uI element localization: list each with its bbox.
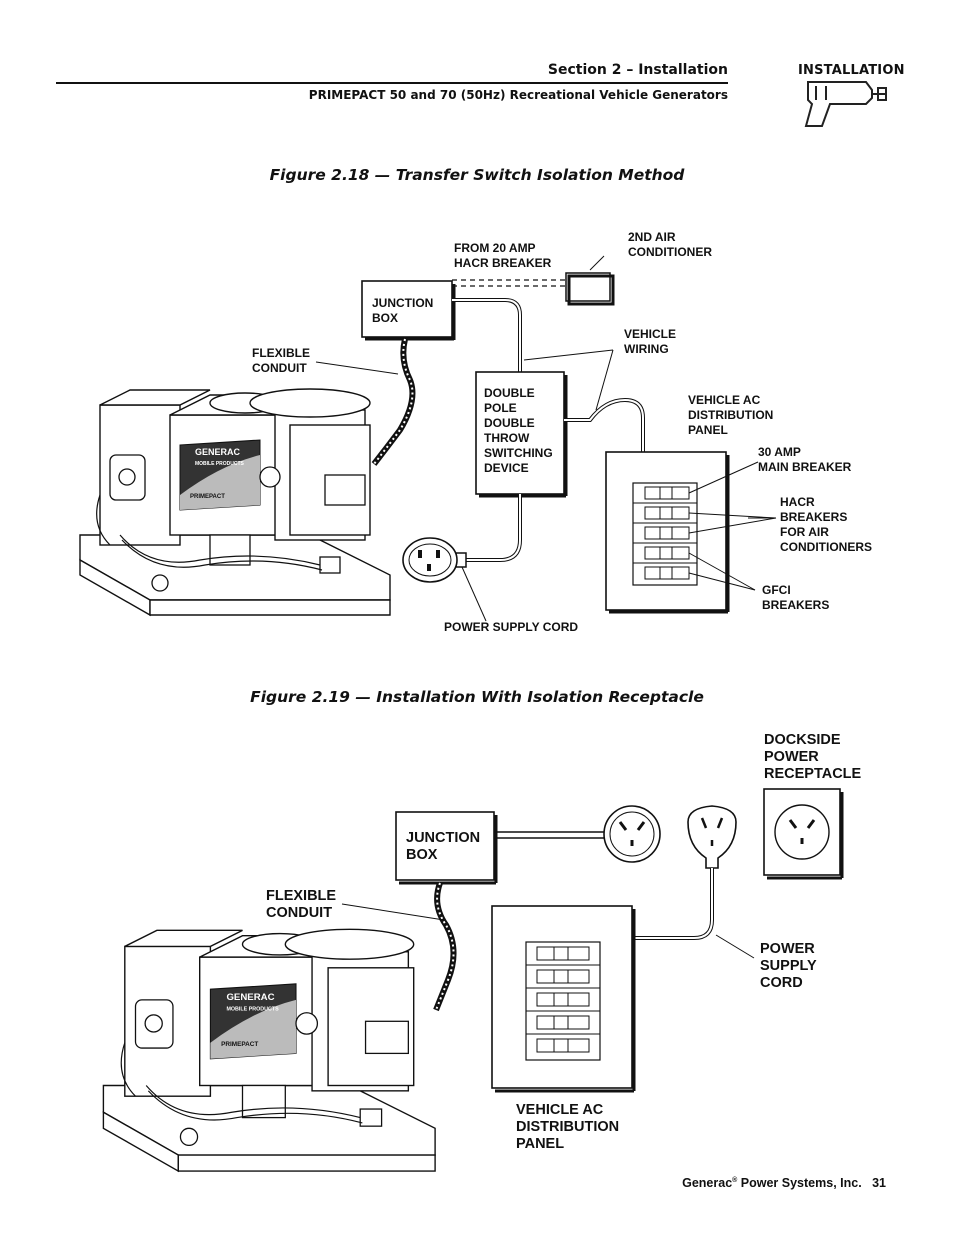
label-from-breaker: FROM 20 AMP HACR BREAKER xyxy=(454,241,552,270)
footer-registered-mark: ® xyxy=(732,1176,738,1184)
label-vehicle-wiring: VEHICLE WIRING xyxy=(624,327,677,356)
figure-2-19-caption: Figure 2.19 — Installation With Isolatio… xyxy=(250,688,704,706)
label-main-breaker: 30 AMP MAIN BREAKER xyxy=(758,445,852,474)
document-subtitle: PRIMEPACT 50 and 70 (50Hz) Recreational … xyxy=(308,88,728,102)
figure-2-18-caption: Figure 2.18 — Transfer Switch Isolation … xyxy=(269,166,685,184)
label-distribution-panel-1: VEHICLE AC DISTRIBUTION PANEL xyxy=(688,393,774,437)
svg-text:MOBILE PRODUCTS: MOBILE PRODUCTS xyxy=(195,461,245,467)
label-power-cord-1: POWER SUPPLY CORD xyxy=(444,620,579,634)
label-gfci-breakers: GFCI BREAKERS xyxy=(762,583,830,612)
label-flexible-conduit-2: FLEXIBLE CONDUIT xyxy=(266,888,337,921)
header-rule xyxy=(56,82,728,84)
label-hacr-breakers: HACR BREAKERS FOR AIR CONDITIONERS xyxy=(780,495,873,554)
page-footer: Generac® Power Systems, Inc. 31 xyxy=(682,1176,886,1190)
label-junction-box-2: JUNCTION BOX xyxy=(406,830,481,863)
label-dockside-receptacle: DOCKSIDE POWER RECEPTACLE xyxy=(764,732,862,782)
svg-text:PRIMEPACT: PRIMEPACT xyxy=(221,1041,258,1048)
generac-logo-text: GENERAC xyxy=(195,447,241,457)
svg-text:MOBILE PRODUCTS: MOBILE PRODUCTS xyxy=(226,1007,279,1013)
footer-company-rest: Power Systems, Inc. xyxy=(737,1176,862,1190)
label-flexible-conduit-1: FLEXIBLE CONDUIT xyxy=(252,346,311,375)
svg-text:GENERAC: GENERAC xyxy=(226,992,274,1003)
footer-company: Generac xyxy=(682,1176,733,1190)
label-second-ac: 2ND AIR CONDITIONER xyxy=(628,230,712,259)
page-number: 31 xyxy=(872,1176,886,1190)
label-power-cord-2: POWER SUPPLY CORD xyxy=(760,941,817,991)
label-junction-box-1: JUNCTION BOX xyxy=(372,296,434,325)
installation-badge-label: INSTALLATION xyxy=(798,63,905,78)
label-switch-device: DOUBLE POLE DOUBLE THROW SWITCHING DEVIC… xyxy=(484,386,553,475)
svg-text:PRIMEPACT: PRIMEPACT xyxy=(190,494,225,500)
section-title: Section 2 – Installation xyxy=(547,62,728,78)
label-distribution-panel-2: VEHICLE AC DISTRIBUTION PANEL xyxy=(516,1102,620,1152)
